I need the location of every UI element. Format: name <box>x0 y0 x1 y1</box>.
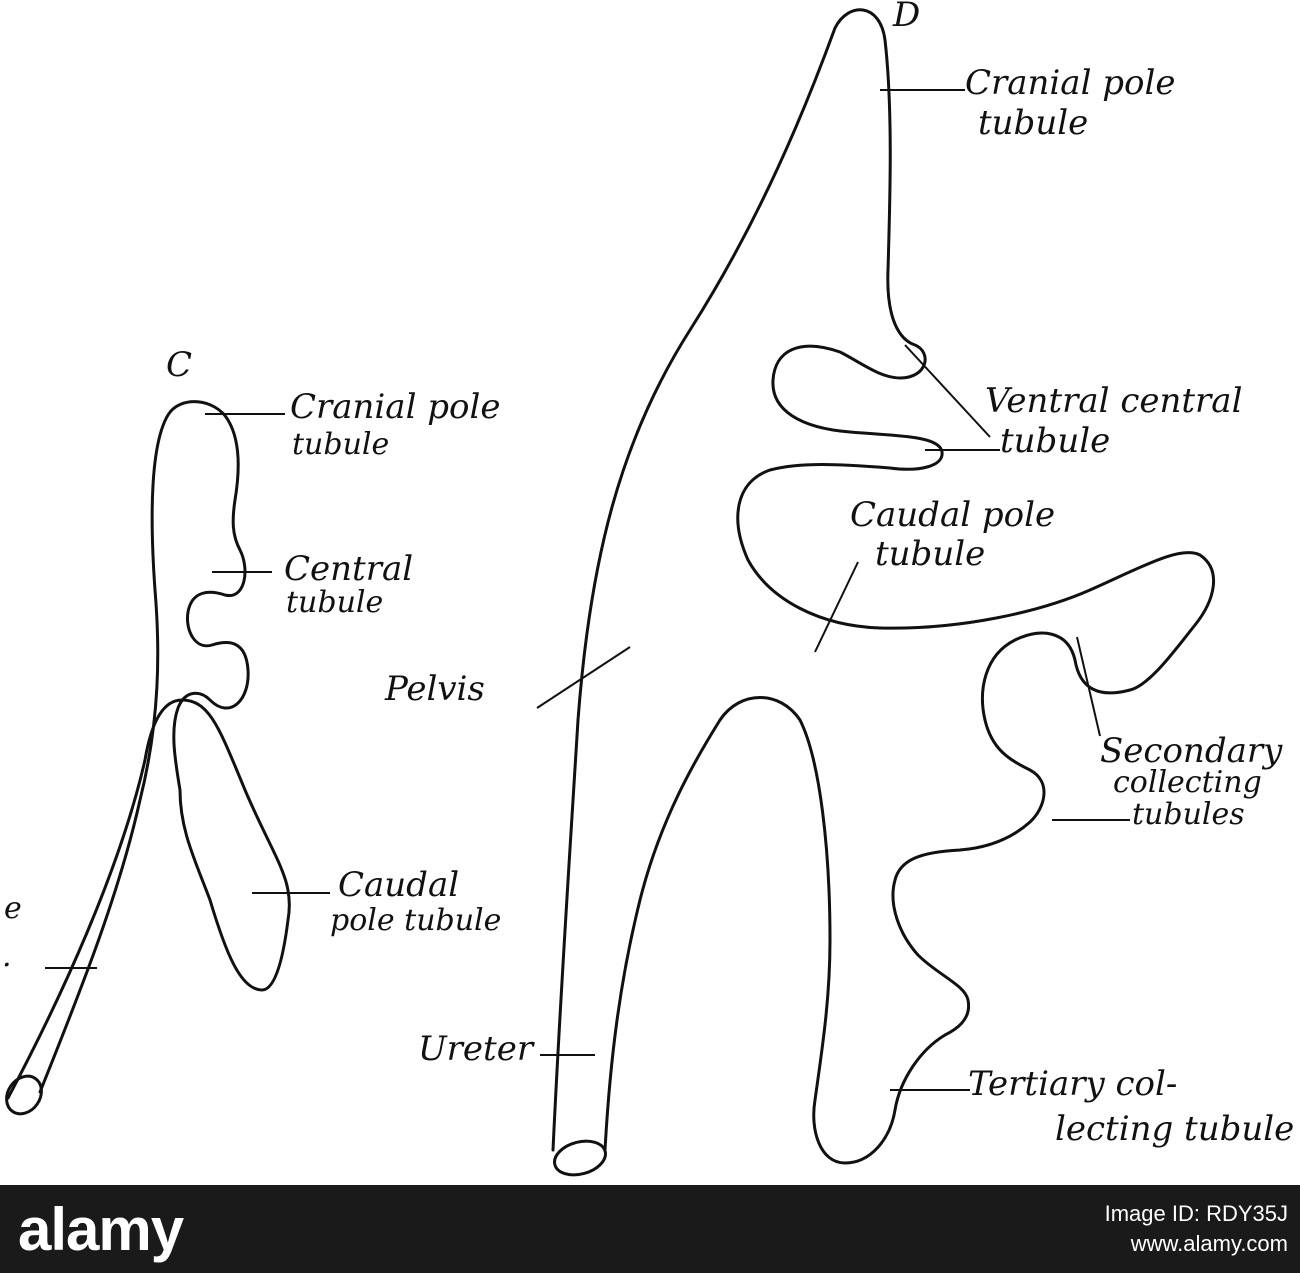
watermark-bar: alamy Image ID: RDY35J www.alamy.com <box>0 1185 1300 1273</box>
brand-logo: alamy <box>18 1195 184 1263</box>
panel-c-caudal-label-2: pole tubule <box>330 903 501 938</box>
panel-d-letter: D <box>892 0 920 35</box>
panel-c-central-label-1: Central <box>284 549 413 589</box>
panel-d-cranial-label-2: tubule <box>978 103 1088 143</box>
panel-d-tube-end <box>553 1139 607 1177</box>
panel-c-central-label-2: tubule <box>286 585 383 620</box>
panel-d-tertiary-label-1: Tertiary col- <box>968 1064 1177 1104</box>
panel-c-edge-fragment-1: e <box>4 891 22 926</box>
panel-c-tube-end <box>5 1074 43 1116</box>
panel-d-pelvis-label: Pelvis <box>384 669 485 709</box>
image-id-text: Image ID: RDY35J <box>1104 1201 1288 1226</box>
panel-d-ventral-label-1: Ventral central <box>985 381 1242 421</box>
panel-d-pelvis-leader <box>536 646 631 709</box>
panel-d-secondary-label-1: Secondary <box>1100 731 1283 771</box>
panel-c: C Cranial pole tubule Central tubule Cau… <box>2 345 501 1116</box>
panel-d-caudal-leader <box>814 561 859 653</box>
panel-c-caudal-label-1: Caudal <box>338 865 459 905</box>
panel-c-cranial-label-2: tubule <box>292 427 389 462</box>
panel-d-secondary-label-2: collecting <box>1113 765 1262 800</box>
panel-c-outline <box>6 400 291 1100</box>
panel-d-ureter-label: Ureter <box>418 1029 535 1069</box>
panel-d-secondary-label-3: tubules <box>1132 797 1245 832</box>
panel-d-caudal-label-1: Caudal pole <box>850 495 1055 535</box>
panel-d-caudal-label-2: tubule <box>875 534 985 574</box>
panel-c-letter: C <box>166 345 192 385</box>
kidney-development-figure: C Cranial pole tubule Central tubule Cau… <box>2 0 1294 1177</box>
panel-c-cranial-label-1: Cranial pole <box>290 387 501 427</box>
panel-d-cranial-label-1: Cranial pole <box>965 63 1176 103</box>
site-url-text: www.alamy.com <box>1130 1231 1288 1256</box>
panel-c-edge-fragment-2: . <box>2 939 12 974</box>
panel-d-outline <box>551 8 1216 1165</box>
panel-d-secondary-leader-a <box>1076 636 1101 737</box>
panel-d-ventral-label-2: tubule <box>1000 421 1110 461</box>
watermark-meta: Image ID: RDY35J www.alamy.com <box>1105 1199 1288 1259</box>
panel-d-tertiary-label-2: lecting tubule <box>1055 1109 1294 1149</box>
panel-d: D Cranial pole tubule Ventral central tu… <box>384 0 1294 1177</box>
panel-d-ventral-leader-a <box>904 344 991 438</box>
